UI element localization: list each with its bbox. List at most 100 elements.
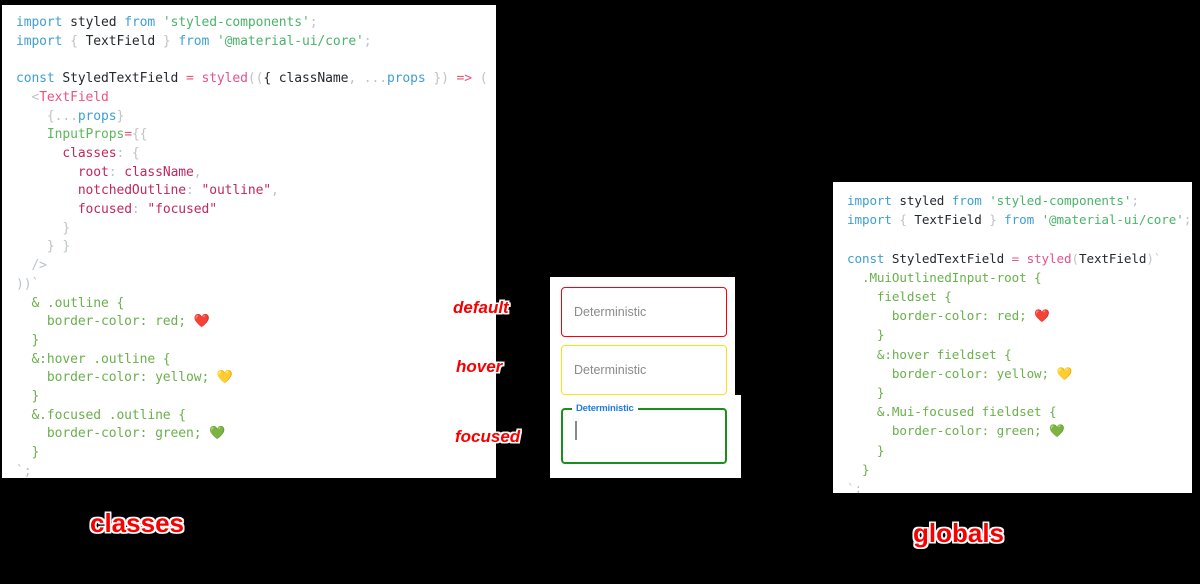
code-line: border-color: green; 💚 bbox=[847, 421, 1182, 440]
code-line: } bbox=[847, 441, 1182, 460]
code-line: } bbox=[16, 332, 486, 351]
code-token bbox=[16, 127, 47, 142]
textfield-focused[interactable]: Deterministic bbox=[561, 403, 727, 464]
code-token: styled bbox=[899, 193, 945, 208]
code-token bbox=[944, 193, 951, 208]
code-token: props bbox=[386, 71, 426, 87]
code-token: ( bbox=[472, 71, 488, 87]
code-line: border-color: red; ❤️ bbox=[16, 313, 486, 332]
code-line: root: className, bbox=[16, 164, 486, 183]
code-token: ; bbox=[309, 15, 318, 30]
code-token: } bbox=[847, 327, 885, 343]
code-token: : bbox=[186, 183, 202, 199]
code-line: const StyledTextField = styled(TextField… bbox=[847, 249, 1182, 268]
annotation-focused: focused bbox=[455, 427, 521, 446]
code-line bbox=[847, 229, 1182, 248]
text-caret bbox=[575, 421, 577, 440]
textfield-default[interactable]: Deterministic bbox=[561, 287, 727, 337]
code-line: } bbox=[847, 383, 1182, 402]
code-token: { bbox=[70, 33, 78, 49]
code-token: fieldset { bbox=[847, 289, 952, 305]
code-line: &.focused .outline { bbox=[16, 407, 486, 426]
textfield-demo-panel: Deterministic Deterministic Deterministi… bbox=[550, 277, 741, 478]
code-token bbox=[62, 34, 70, 49]
code-token bbox=[16, 165, 78, 180]
code-block-globals: import styled from 'styled-components';i… bbox=[847, 191, 1191, 493]
code-token: ❤️ bbox=[1034, 308, 1050, 324]
code-line: InputProps={{ bbox=[16, 126, 486, 145]
code-token: TextField bbox=[906, 212, 990, 228]
code-token: root bbox=[77, 164, 109, 180]
code-token: } bbox=[16, 445, 40, 461]
code-token: ; bbox=[1183, 212, 1192, 228]
annotation-hover: hover bbox=[456, 357, 503, 376]
code-line: <TextField bbox=[16, 89, 486, 108]
code-token: props bbox=[77, 108, 117, 124]
code-token: import bbox=[847, 212, 892, 228]
code-token: "outline" bbox=[201, 183, 272, 199]
code-token bbox=[209, 34, 217, 49]
code-token: import bbox=[847, 193, 892, 208]
code-token: '@material-ui/core' bbox=[1041, 212, 1184, 228]
code-line: notchedOutline: "outline", bbox=[16, 182, 486, 201]
code-token: TextField bbox=[1078, 250, 1147, 266]
code-line: `; bbox=[16, 463, 486, 478]
code-line: {...props} bbox=[16, 108, 486, 127]
code-token: ; bbox=[1131, 193, 1139, 208]
code-token: &.Mui-focused fieldset { bbox=[847, 404, 1057, 420]
code-line: classes: { bbox=[16, 145, 486, 164]
code-token: } bbox=[847, 385, 885, 401]
textfield-focused-label: Deterministic bbox=[572, 403, 638, 414]
code-token: focused bbox=[77, 202, 132, 218]
code-line: } bbox=[847, 460, 1182, 479]
code-token: classes bbox=[62, 145, 117, 161]
code-line: &:hover fieldset { bbox=[847, 345, 1182, 364]
code-panel-classes: import styled from 'styled-components';i… bbox=[2, 5, 496, 478]
code-token: )` bbox=[1146, 250, 1162, 266]
code-token: } bbox=[847, 461, 870, 477]
panel-notch bbox=[735, 277, 741, 395]
code-token: border-color: red; bbox=[847, 308, 1035, 324]
code-token: border-color: green; bbox=[847, 423, 1050, 439]
code-token: styled bbox=[1026, 250, 1072, 266]
textfield-hover[interactable]: Deterministic bbox=[561, 345, 727, 395]
code-line: border-color: yellow; 💛 bbox=[847, 364, 1182, 383]
code-token: &:hover fieldset { bbox=[847, 346, 1012, 362]
code-token: : bbox=[131, 202, 148, 218]
code-token: } bbox=[16, 332, 40, 348]
code-token: < bbox=[16, 89, 40, 105]
code-line: border-color: red; ❤️ bbox=[847, 306, 1182, 325]
code-token: `; bbox=[16, 463, 32, 478]
code-line: fieldset { bbox=[847, 287, 1182, 306]
code-token: 💛 bbox=[1056, 365, 1073, 381]
code-token: TextField bbox=[39, 89, 109, 105]
code-token: 💚 bbox=[209, 426, 226, 442]
code-line: import { TextField } from '@material-ui/… bbox=[847, 210, 1191, 229]
code-token bbox=[155, 15, 163, 30]
code-line: focused: "focused" bbox=[16, 201, 486, 220]
code-token: 'styled-components' bbox=[162, 15, 310, 30]
code-token: TextField bbox=[77, 33, 163, 49]
code-token bbox=[16, 146, 62, 161]
code-token: ❤️ bbox=[193, 314, 210, 330]
code-token: } bbox=[16, 220, 71, 236]
code-token: : bbox=[108, 164, 125, 180]
code-token: const bbox=[847, 250, 885, 266]
code-line: &.Mui-focused fieldset { bbox=[847, 402, 1182, 421]
code-token: } bbox=[989, 212, 997, 228]
code-token: (( bbox=[247, 71, 264, 87]
code-line: import { TextField } from '@material-ui/… bbox=[16, 33, 486, 52]
code-line: } bbox=[847, 325, 1182, 344]
annotation-globals-title: globals bbox=[913, 518, 1005, 548]
code-token: from bbox=[1004, 212, 1035, 228]
code-token: &:hover .outline { bbox=[16, 351, 171, 367]
code-token: { bbox=[16, 108, 55, 124]
code-token: .MuiOutlinedInput-root { bbox=[847, 269, 1042, 285]
code-token: { className bbox=[263, 71, 349, 87]
code-line: border-color: green; 💚 bbox=[16, 425, 486, 444]
code-token: : { bbox=[116, 145, 140, 161]
code-line: /> bbox=[16, 257, 486, 276]
code-line: .MuiOutlinedInput-root { bbox=[847, 268, 1182, 287]
code-token: from bbox=[951, 193, 982, 208]
code-token: from bbox=[124, 15, 156, 30]
